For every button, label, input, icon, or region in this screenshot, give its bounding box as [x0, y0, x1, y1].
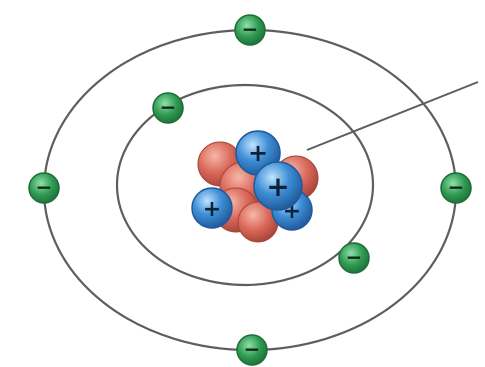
proton: + [253, 161, 303, 211]
svg-text:−: − [160, 95, 177, 119]
svg-text:−: − [242, 17, 259, 41]
inner-orbit [115, 83, 375, 287]
electron: − [234, 14, 266, 46]
svg-text:−: − [36, 175, 53, 199]
pointer-line [306, 81, 479, 151]
svg-text:+: + [203, 197, 221, 222]
svg-text:+: + [266, 170, 289, 203]
svg-text:−: − [448, 175, 465, 199]
electron: − [338, 242, 370, 274]
electron: − [236, 334, 268, 366]
electron: − [28, 172, 60, 204]
electron: − [152, 92, 184, 124]
proton: + [191, 187, 233, 229]
electron: − [440, 172, 472, 204]
nucleus: + + + + [191, 130, 319, 243]
svg-text:+: + [248, 139, 268, 167]
svg-text:−: − [346, 245, 363, 269]
svg-text:−: − [244, 337, 261, 361]
